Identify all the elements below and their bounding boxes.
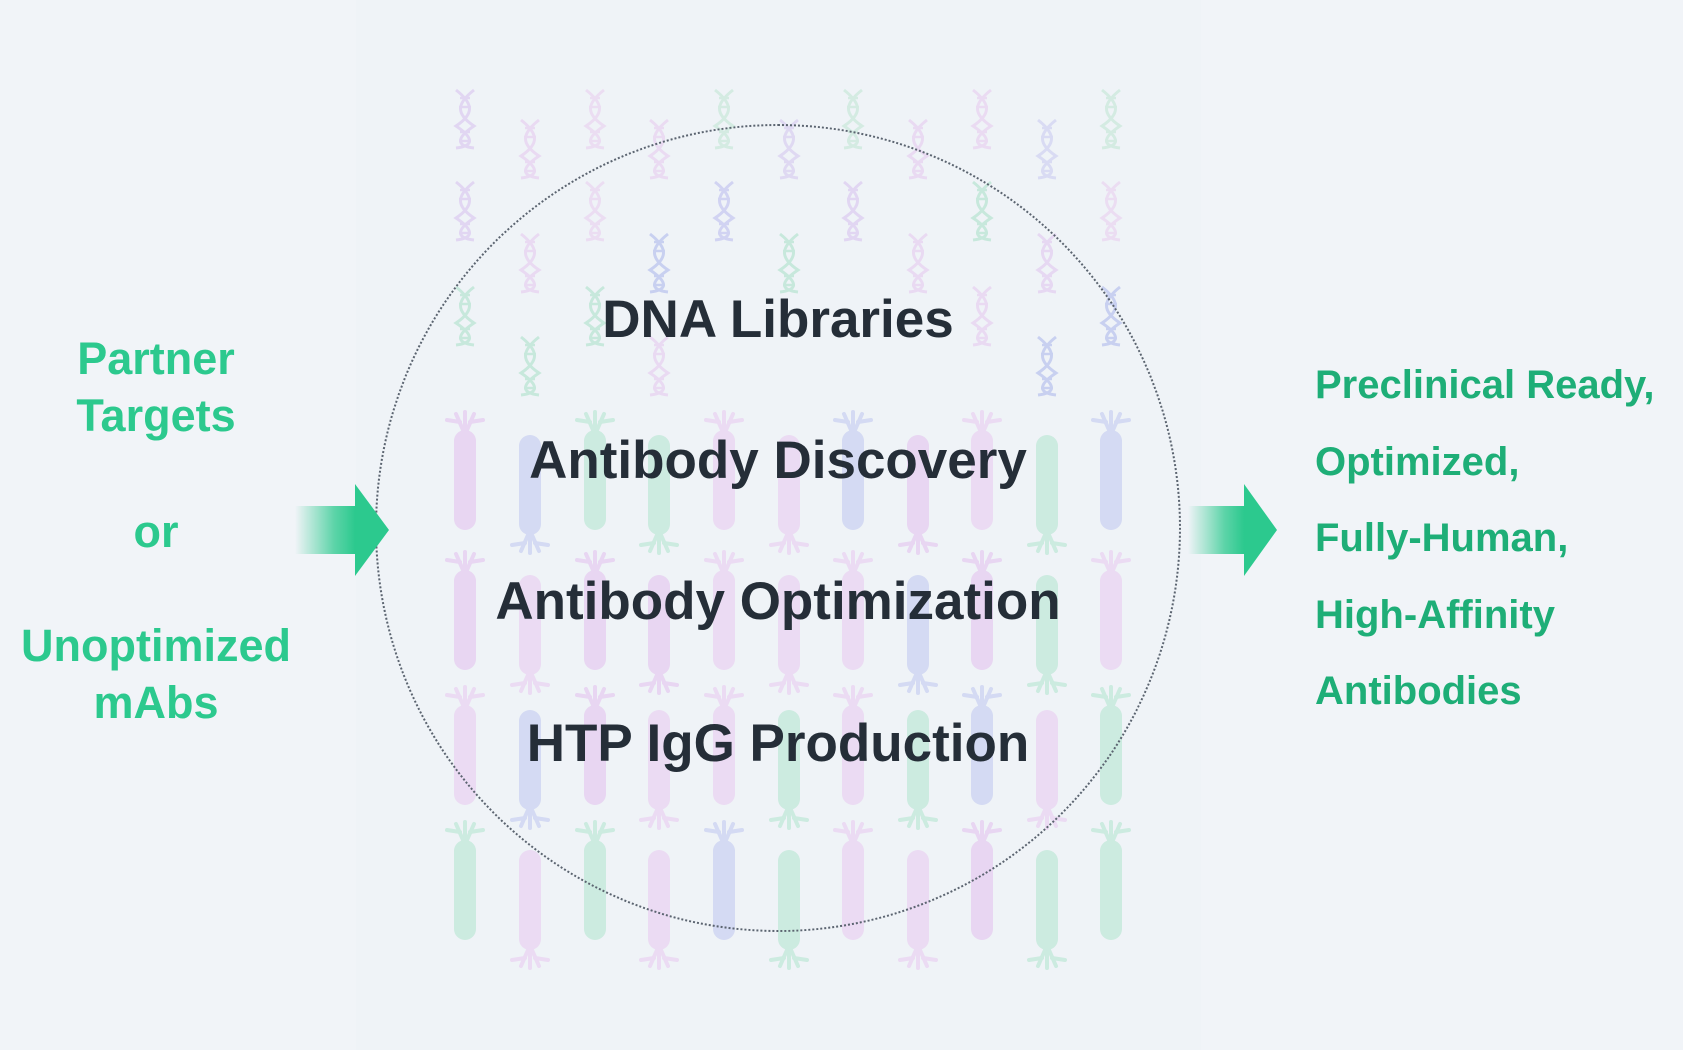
step-antibody-optimization: Antibody Optimization (495, 572, 1061, 631)
step-htp-igg-production: HTP IgG Production (526, 714, 1030, 773)
output-optimized: Optimized, (1315, 440, 1520, 484)
step-antibody-discovery: Antibody Discovery (529, 431, 1027, 490)
output-fully-human: Fully-Human, (1315, 516, 1569, 560)
input-connector-or: or (133, 506, 179, 557)
input-label-mabs: mAbs (93, 677, 219, 728)
output-high-affinity: High-Affinity (1315, 593, 1555, 637)
input-label-partner: Partner (77, 333, 235, 384)
output-preclinical-ready: Preclinical Ready, (1315, 363, 1655, 407)
output-antibodies: Antibodies (1315, 669, 1522, 713)
input-label-unoptimized: Unoptimized (21, 620, 291, 671)
right-arrow-icon (295, 484, 389, 576)
step-dna-libraries: DNA Libraries (602, 290, 954, 349)
process-circle (375, 124, 1181, 932)
right-arrow-icon (1188, 484, 1277, 576)
input-label-targets: Targets (76, 390, 236, 441)
